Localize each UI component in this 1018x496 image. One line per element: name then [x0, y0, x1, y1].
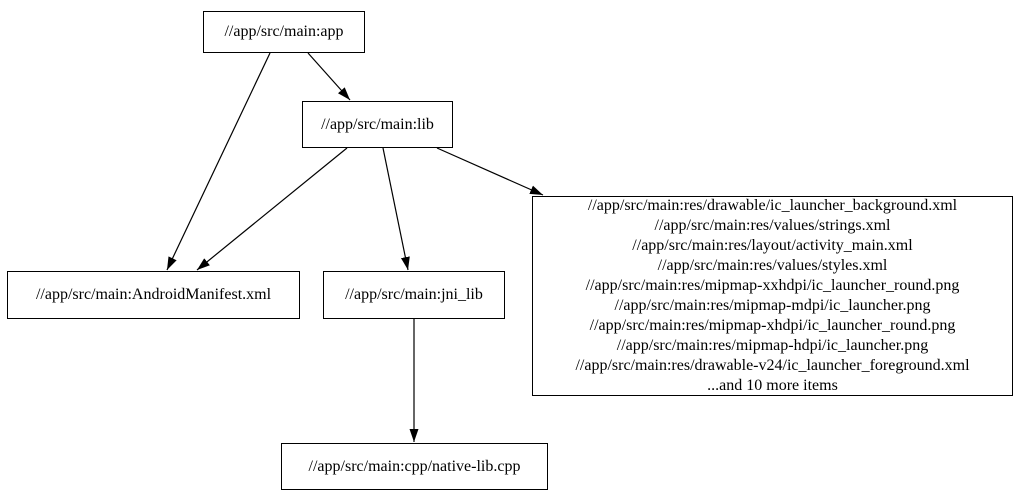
node-android-manifest: //app/src/main:AndroidManifest.xml: [7, 271, 300, 319]
node-native-lib-cpp: //app/src/main:cpp/native-lib.cpp: [281, 443, 548, 490]
res-group-line: //app/src/main:res/layout/activity_main.…: [632, 237, 913, 254]
edge-lib-to-jni-lib: [382, 147, 410, 271]
node-app-label: //app/src/main:app: [224, 23, 344, 40]
res-group-line: //app/src/main:res/values/styles.xml: [657, 257, 888, 274]
node-jni-lib-label: //app/src/main:jni_lib: [345, 286, 483, 303]
res-group-line: //app/src/main:res/drawable-v24/ic_launc…: [575, 357, 970, 374]
res-group-line: //app/src/main:res/mipmap-hdpi/ic_launch…: [616, 337, 929, 354]
node-android-manifest-label: //app/src/main:AndroidManifest.xml: [35, 286, 272, 303]
res-group-line: //app/src/main:res/drawable/ic_launcher_…: [587, 197, 958, 214]
node-native-lib-cpp-label: //app/src/main:cpp/native-lib.cpp: [308, 457, 521, 475]
edge-app-to-manifest: [166, 52, 271, 271]
res-group-more-items: ...and 10 more items: [707, 377, 838, 394]
edge-app-to-lib: [307, 52, 351, 101]
res-group-line: //app/src/main:res/mipmap-mdpi/ic_launch…: [614, 297, 931, 314]
res-group-line: //app/src/main:res/mipmap-xxhdpi/ic_laun…: [585, 277, 960, 294]
node-lib-label: //app/src/main:lib: [321, 115, 434, 133]
node-jni-lib: //app/src/main:jni_lib: [323, 271, 505, 319]
node-app: //app/src/main:app: [203, 11, 365, 53]
res-group-line: //app/src/main:res/values/strings.xml: [654, 217, 891, 234]
edge-lib-to-manifest: [196, 147, 348, 271]
node-res-group: //app/src/main:res/drawable/ic_launcher_…: [532, 196, 1013, 396]
node-lib: //app/src/main:lib: [302, 101, 453, 148]
edge-lib-to-res-group: [436, 147, 544, 196]
res-group-line: //app/src/main:res/mipmap-xhdpi/ic_launc…: [589, 317, 956, 334]
